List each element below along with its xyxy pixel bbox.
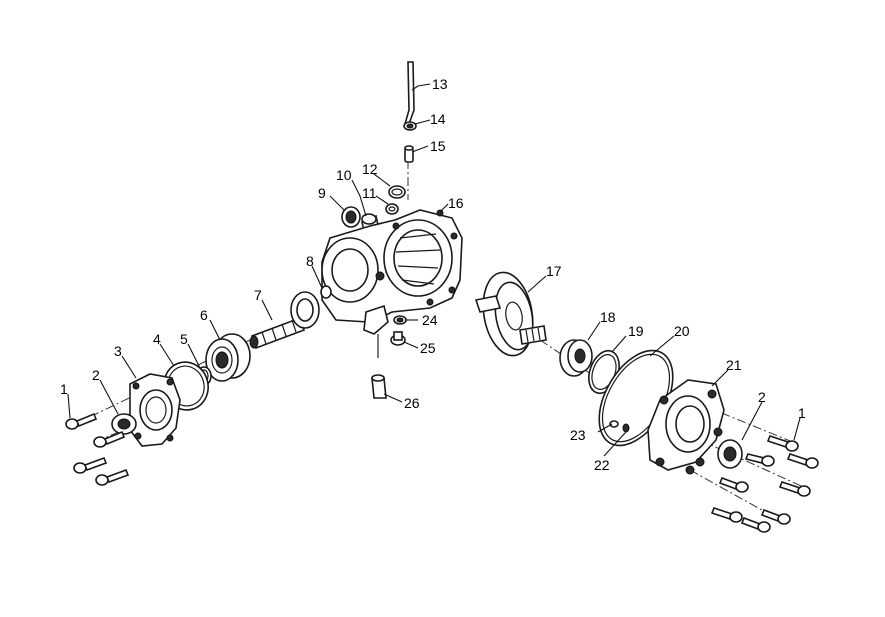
- callout-26: 26: [404, 395, 420, 411]
- callout-1: 1: [60, 381, 68, 397]
- callout-8: 8: [306, 253, 314, 269]
- dowel-pin-part-22: [622, 423, 630, 433]
- sleeve-part-26: [371, 374, 387, 399]
- callout-14: 14: [430, 111, 446, 127]
- cover-part-3: [129, 373, 181, 447]
- o-ring-part-11: [385, 203, 399, 215]
- bolt-right-5: [718, 476, 749, 493]
- callout-18: 18: [600, 309, 616, 325]
- bolt-right-2: [786, 453, 819, 469]
- bolt-right-6: [710, 507, 743, 523]
- bolts-part-1-left: [65, 412, 130, 486]
- gearcase-housing-part-16: [321, 209, 463, 358]
- callout-13: 13: [432, 76, 448, 92]
- callout-labels: 13 14 15 12 11 10 9 16 8 7 6 5 4 3 2 1 2…: [60, 76, 806, 473]
- breather-hose-part-13: [403, 61, 415, 125]
- callout-11: 11: [362, 185, 377, 201]
- callout-25: 25: [420, 340, 436, 356]
- seal-part-2-left: [111, 413, 137, 435]
- callout-1-right: 1: [798, 405, 806, 421]
- callout-2: 2: [92, 367, 100, 383]
- callout-17: 17: [546, 263, 562, 279]
- vent-fitting-part-15: [404, 145, 414, 163]
- seal-part-2-right: [717, 439, 743, 469]
- cover-part-21: [647, 379, 725, 475]
- callout-23: 23: [570, 427, 586, 443]
- hose-clamp-part-14: [403, 121, 417, 131]
- bolt-left-4: [95, 468, 130, 486]
- input-shaft-part-7: [249, 291, 320, 350]
- bearing-part-6: [205, 333, 251, 382]
- pin-part-8: [320, 285, 332, 299]
- callout-10: 10: [336, 167, 352, 183]
- callout-16: 16: [448, 195, 464, 211]
- callout-24: 24: [422, 312, 438, 328]
- callout-12: 12: [362, 161, 378, 177]
- callout-2-right: 2: [758, 389, 766, 405]
- callout-7: 7: [254, 287, 262, 303]
- bolt-left-1: [65, 412, 98, 430]
- bolt-right-1: [766, 435, 799, 452]
- callout-21: 21: [726, 357, 742, 373]
- bolt-left-2: [93, 430, 126, 448]
- bolt-right-8: [760, 508, 791, 525]
- bolt-right-7: [740, 516, 771, 533]
- callout-22: 22: [594, 457, 610, 473]
- plug-part-12: [388, 185, 406, 199]
- callout-4: 4: [153, 331, 161, 347]
- spacer-part-18: [559, 339, 593, 377]
- washer-part-24: [393, 315, 407, 325]
- bolts-part-1-right: [710, 435, 819, 533]
- seal-part-9: [341, 206, 361, 228]
- callout-3: 3: [114, 343, 122, 359]
- callout-6: 6: [200, 307, 208, 323]
- output-hub-part-17: [474, 271, 547, 357]
- callout-5: 5: [180, 331, 188, 347]
- callout-19: 19: [628, 323, 644, 339]
- bolt-right-4: [778, 481, 811, 497]
- callout-15: 15: [430, 138, 446, 154]
- callout-9: 9: [318, 185, 326, 201]
- callout-20: 20: [674, 323, 690, 339]
- leader-lines: [67, 83, 801, 457]
- dowel-pin-part-23: [609, 420, 619, 428]
- bolt-right-3: [744, 453, 775, 467]
- bolt-left-3: [73, 456, 108, 474]
- drain-plug-part-25: [390, 331, 406, 346]
